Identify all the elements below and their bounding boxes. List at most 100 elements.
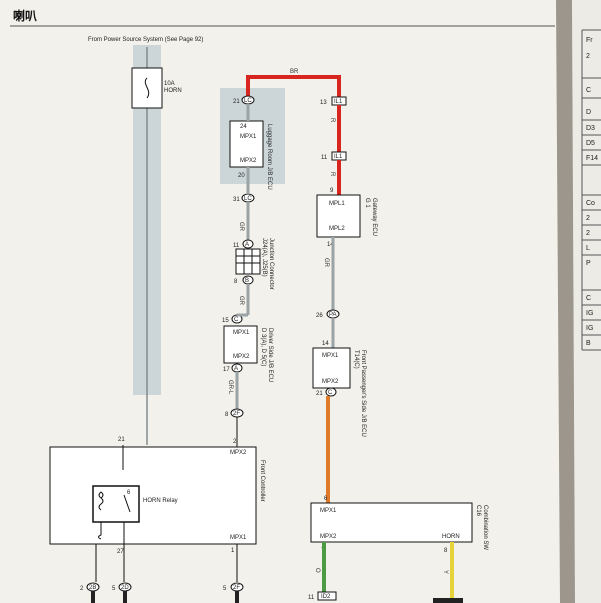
right-page-row-label: L [586,245,590,252]
svg-text:13: 13 [320,100,327,106]
relay-switch-symbol [123,494,131,513]
br-wire-label: BR [290,69,299,75]
luggage-mpx1-label: MPX1 [240,134,257,140]
front-controller-pin-mpx1: 1 [231,548,235,554]
svg-text:A: A [234,366,238,372]
gateway-mpl2-label: MPL2 [329,226,345,232]
right-page-row-label: IG [586,310,593,317]
front-controller-mpx1: MPX1 [230,535,247,541]
gateway-ecu-id: G 1 [364,198,370,208]
gr-wire-3-label: GR [323,258,329,268]
driver-mpx1-label: MPX1 [233,330,250,336]
luggage-pin-bottom: 20 [238,173,245,179]
passenger-pin-top: 14 [322,341,329,347]
svg-text:31: 31 [233,197,240,203]
svg-text:C: C [328,390,333,396]
svg-text:2F: 2F [233,411,240,417]
book-gutter [556,0,575,603]
combination-pin-horn: 8 [444,548,448,554]
driver-jb-ecu-box [223,325,258,364]
relay-coil-symbol [98,491,104,511]
svg-text:ID2: ID2 [321,594,331,600]
passenger-jb-ecu-name: Front Passenger's Side J/B ECU [360,350,366,437]
right-page-row-label: F14 [586,155,598,162]
b2c-connector: 2F 5 [223,582,244,592]
svg-text:8: 8 [234,279,238,285]
passenger-mpx1-label: MPX1 [322,353,339,359]
grl-wire-label: GR-L [227,380,233,395]
horn-relay-name: HORN Relay [143,498,178,504]
svg-text:21: 21 [233,99,240,105]
svg-text:2B: 2B [89,585,96,591]
svg-text:5: 5 [223,586,227,592]
svg-text:8: 8 [225,412,229,418]
page-title: 喇叭 [13,8,37,23]
bottom-connector-dark [433,598,463,603]
right-page-row-label: D3 [586,125,595,132]
right-page-row-label: C [586,295,591,302]
combination-mpx1-label: MPX1 [320,508,337,514]
luggage-pin-top: 24 [240,124,247,130]
svg-text:B: B [245,278,249,284]
gr-wire-1-label: GR [238,222,244,232]
front-controller-name: Front Controller [259,460,265,502]
fuse-name: HORN [164,88,182,94]
id2-connector: ID2 11 [308,591,337,601]
svg-text:2: 2 [80,586,84,592]
driver-jb-ecu-id: D 3(A), D 5(C) [260,328,266,366]
svg-text:15: 15 [222,318,229,324]
svg-text:IL1: IL1 [334,154,343,160]
right-page-row-label: P [586,260,591,267]
horn-relay-box [92,485,140,523]
svg-text:11: 11 [233,243,240,249]
svg-text:2D: 2D [121,585,129,591]
combination-horn-label: HORN [442,534,460,540]
gateway-ecu-name: Gateway ECU [371,198,377,236]
right-page-row-label: Fr [586,37,593,44]
combination-pin-mpx1: 6 [324,496,328,502]
svg-text:A: A [245,242,249,248]
fuse-rating: 10A [164,81,175,87]
horn-relay-pin: 6 [127,490,131,496]
right-page-row-label: 2 [586,215,590,222]
passenger-jb-ecu-id: T14(C) [353,350,359,369]
svg-text:11: 11 [321,155,328,161]
right-page-row-label: 2 [586,230,590,237]
luggage-mpx2-label: MPX2 [240,158,257,164]
svg-text:LC: LC [244,196,252,202]
passenger-mpx2-label: MPX2 [322,379,339,385]
svg-text:IL1: IL1 [334,99,343,105]
r-wire-2-label: R [329,172,335,177]
junction-connector: A 11 B 8 [233,239,261,285]
right-page-table [581,29,601,351]
right-page-row-label: Co [586,200,595,207]
gateway-mpl1-label: MPL1 [329,201,345,207]
y-wire-label: Y [442,570,448,574]
right-page-row-label: 2 [586,53,590,60]
svg-text:17: 17 [223,367,230,373]
front-controller-box [49,446,257,545]
right-page-row-label: D [586,109,591,116]
svg-text:5: 5 [112,586,116,592]
right-page-row-label: B [586,340,591,347]
power-source-note: From Power Source System (See Page 92) [88,37,203,43]
gateway-pin-bottom: 14 [327,242,334,248]
gateway-ecu-box [316,194,361,238]
svg-text:C: C [234,317,239,323]
junction-connector-name: Junction Connector [268,238,274,290]
right-page [572,0,601,603]
svg-text:11: 11 [308,595,315,601]
combination-mpx2-label: MPX2 [320,534,337,540]
r-wire-1-label: R [329,118,335,123]
front-controller-pin-mpx2: 2 [233,439,237,445]
br-wire [246,75,341,100]
front-controller-mpx2: MPX2 [230,450,247,456]
b2a-connector: 2B 2 [80,582,100,592]
o-wire-label: O [314,568,320,573]
svg-text:26: 26 [316,313,323,319]
luggage-jb-ecu-name: Luggage Room J/B ECU [266,124,272,190]
driver-mpx2-label: MPX2 [233,354,250,360]
